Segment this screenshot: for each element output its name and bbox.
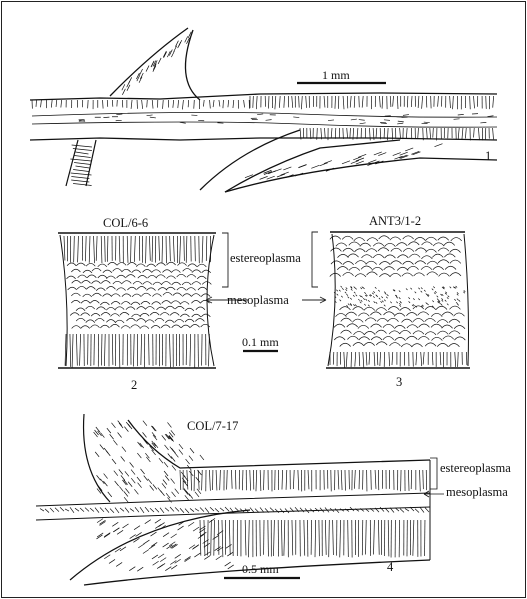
figure-3-drawing <box>326 232 470 368</box>
scale-label-0-1mm: 0.1 mm <box>242 336 279 348</box>
estereoplasma-label: estereoplasma <box>230 252 301 265</box>
figure-1-hatching <box>32 32 494 186</box>
figure-number-2: 2 <box>131 379 137 392</box>
mesoplasma-label-f4: mesoplasma <box>446 486 508 499</box>
estereoplasma-bracket-right <box>312 232 318 287</box>
figure-number-3: 3 <box>396 376 402 389</box>
scale-label-1mm: 1 mm <box>322 69 350 81</box>
mesoplasma-label: mesoplasma <box>227 294 289 307</box>
figure-2-texture <box>64 236 211 367</box>
figure-1-drawing <box>30 28 497 192</box>
estereoplasma-bracket-f4 <box>430 458 437 489</box>
figure-number-4: 4 <box>387 561 393 574</box>
estereoplasma-bracket-left <box>222 233 228 287</box>
estereoplasma-label-f4: estereoplasma <box>440 462 511 475</box>
specimen-label-f2: COL/6-6 <box>103 217 148 230</box>
figure-4-drawing <box>36 414 444 585</box>
figure-3-texture <box>330 236 467 368</box>
specimen-label-f4: COL/7-17 <box>187 420 238 433</box>
figure-2-drawing <box>58 233 216 368</box>
scale-label-0-5mm: 0.5 mm <box>242 563 279 575</box>
figure-4-texture <box>40 421 429 572</box>
figure-number-1: 1 <box>485 150 491 163</box>
specimen-label-f3: ANT3/1-2 <box>369 215 421 228</box>
